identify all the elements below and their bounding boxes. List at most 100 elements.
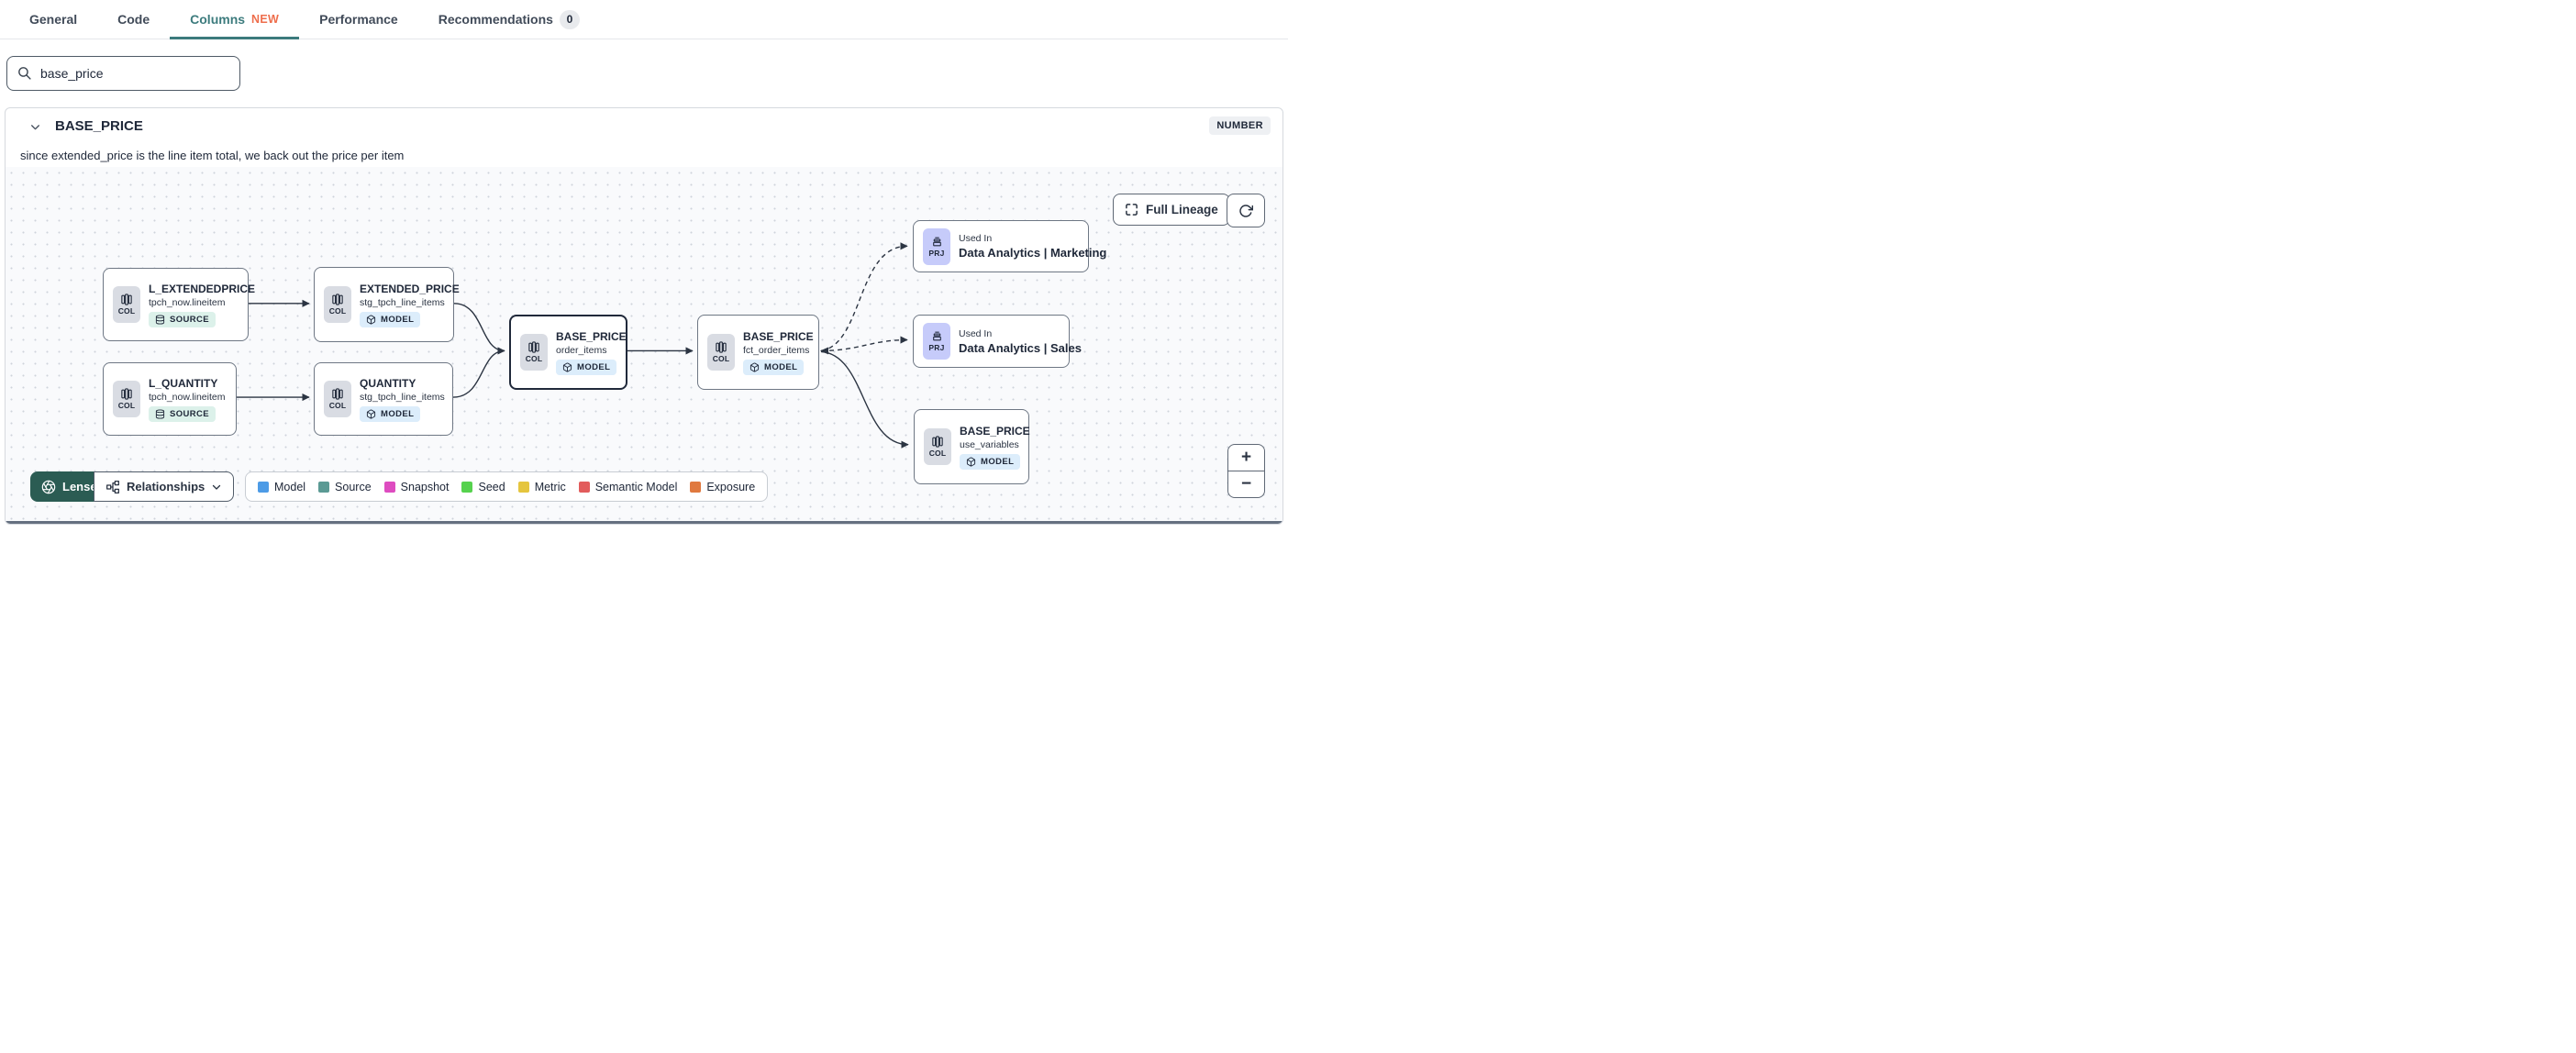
project-tile-icon: PRJ: [923, 323, 950, 360]
tab-code[interactable]: Code: [117, 12, 150, 27]
zoom-in-button[interactable]: +: [1227, 444, 1265, 471]
legend-item-metric: Metric: [517, 481, 566, 493]
tab-general[interactable]: General: [29, 12, 78, 27]
node-title: QUANTITY: [360, 376, 416, 390]
node-title: EXTENDED_PRICE: [360, 282, 460, 295]
tab-columns[interactable]: Columns NEW: [170, 0, 300, 39]
lineage-node-extended-price[interactable]: COL EXTENDED_PRICE stg_tpch_line_items M…: [314, 267, 460, 342]
column-tile-icon: COL: [324, 286, 351, 323]
resource-badge: MODEL: [360, 311, 421, 327]
lineage-node-base-price-order-items[interactable]: COL BASE_PRICE order_items MODEL: [509, 315, 627, 390]
node-title: BASE_PRICE: [556, 329, 627, 343]
resource-legend: Model Source Snapshot Seed Metric Semant…: [245, 471, 769, 502]
lineage-edges: [237, 242, 909, 449]
zoom-out-button[interactable]: −: [1227, 471, 1265, 498]
used-in-label: Used In: [959, 233, 993, 244]
column-tile-icon: COL: [113, 381, 140, 417]
legend-swatch: [383, 481, 395, 493]
database-icon: [155, 408, 165, 419]
column-panel: BASE_PRICE NUMBER since extended_price i…: [5, 107, 1283, 525]
columns-icon: [332, 388, 343, 400]
resource-badge: MODEL: [360, 405, 421, 422]
legend-item-source: Source: [318, 481, 372, 493]
legend-item-exposure: Exposure: [690, 481, 755, 493]
legend-item-snapshot: Snapshot: [383, 481, 449, 493]
aperture-icon: [41, 480, 56, 493]
database-icon: [155, 314, 165, 325]
column-description: since extended_price is the line item to…: [20, 149, 405, 162]
search-input[interactable]: [6, 56, 240, 91]
node-subtitle: use_variables: [960, 438, 1019, 450]
chevron-down-icon: [213, 484, 221, 490]
columns-icon: [332, 294, 343, 305]
project-name: Data Analytics | Marketing: [959, 246, 1107, 260]
node-title: BASE_PRICE: [743, 329, 814, 343]
model-cube-icon: [966, 456, 976, 467]
lineage-node-used-in-marketing[interactable]: PRJ Used In Data Analytics | Marketing: [913, 220, 1106, 272]
column-name: BASE_PRICE: [55, 118, 143, 134]
model-cube-icon: [366, 314, 376, 325]
new-badge: NEW: [251, 13, 280, 26]
columns-icon: [932, 436, 943, 448]
project-stack-icon: [932, 331, 941, 341]
node-subtitle: stg_tpch_line_items: [360, 391, 445, 403]
lineage-canvas[interactable]: COL L_EXTENDEDPRICE tpch_now.lineitem SO…: [6, 167, 1282, 524]
expand-icon: [1126, 204, 1138, 216]
column-tile-icon: COL: [324, 381, 351, 417]
column-tile-icon: COL: [707, 334, 735, 371]
lineage-node-l-quantity[interactable]: COL L_QUANTITY tpch_now.lineitem SOURCE: [103, 362, 237, 436]
legend-swatch: [318, 481, 330, 493]
lineage-node-base-price-use-variables[interactable]: COL BASE_PRICE use_variables MODEL: [914, 409, 1030, 484]
project-name: Data Analytics | Sales: [959, 340, 1082, 355]
column-type-badge: NUMBER: [1209, 116, 1271, 135]
columns-icon: [716, 341, 727, 353]
legend-swatch: [258, 481, 269, 493]
legend-swatch: [461, 481, 473, 493]
column-tile-icon: COL: [924, 428, 951, 465]
column-lineage-page: General Code Columns NEW Performance Rec…: [0, 0, 1288, 526]
legend-item-model: Model: [258, 481, 305, 493]
zoom-controls: + −: [1227, 444, 1265, 498]
legend-item-semantic-model: Semantic Model: [578, 481, 677, 493]
chevron-down-icon[interactable]: [29, 121, 41, 133]
model-cube-icon: [749, 361, 760, 372]
column-tile-icon: COL: [520, 334, 548, 371]
resource-badge: MODEL: [743, 359, 805, 375]
project-stack-icon: [932, 237, 941, 246]
hierarchy-icon: [106, 480, 119, 493]
search-box: [6, 56, 240, 91]
legend-swatch: [690, 481, 702, 493]
recommendations-count-badge: 0: [559, 9, 580, 29]
node-subtitle: fct_order_items: [743, 344, 810, 356]
node-title: BASE_PRICE: [960, 424, 1030, 438]
node-subtitle: stg_tpch_line_items: [360, 296, 445, 308]
project-tile-icon: PRJ: [923, 227, 950, 265]
node-subtitle: order_items: [556, 344, 607, 356]
full-lineage-button[interactable]: Full Lineage: [1113, 194, 1230, 226]
lineage-node-used-in-sales[interactable]: PRJ Used In Data Analytics | Sales: [913, 315, 1082, 368]
tab-bar: General Code Columns NEW Performance Rec…: [0, 0, 1288, 39]
refresh-icon: [1239, 204, 1253, 217]
tab-recommendations[interactable]: Recommendations 0: [418, 0, 600, 39]
legend-item-seed: Seed: [461, 481, 505, 493]
node-subtitle: tpch_now.lineitem: [149, 391, 226, 403]
lineage-node-quantity[interactable]: COL QUANTITY stg_tpch_line_items MODEL: [314, 362, 453, 436]
resource-badge: SOURCE: [149, 405, 217, 422]
resource-badge: MODEL: [960, 453, 1021, 470]
node-title: L_QUANTITY: [149, 376, 218, 390]
resource-badge: SOURCE: [149, 311, 217, 327]
node-subtitle: tpch_now.lineitem: [149, 296, 226, 308]
resource-badge: MODEL: [556, 359, 617, 375]
columns-icon: [528, 341, 539, 353]
column-tile-icon: COL: [113, 286, 140, 323]
refresh-button[interactable]: [1227, 194, 1265, 227]
columns-icon: [121, 294, 132, 305]
legend-swatch: [517, 481, 529, 493]
tab-performance[interactable]: Performance: [319, 12, 398, 27]
lineage-node-l-extendedprice[interactable]: COL L_EXTENDEDPRICE tpch_now.lineitem SO…: [103, 268, 255, 341]
lineage-node-base-price-fct-order-items[interactable]: COL BASE_PRICE fct_order_items MODEL: [697, 315, 819, 390]
node-title: L_EXTENDEDPRICE: [149, 282, 256, 295]
columns-icon: [121, 388, 132, 400]
relationships-dropdown[interactable]: Relationships: [94, 471, 235, 502]
used-in-label: Used In: [959, 327, 993, 339]
